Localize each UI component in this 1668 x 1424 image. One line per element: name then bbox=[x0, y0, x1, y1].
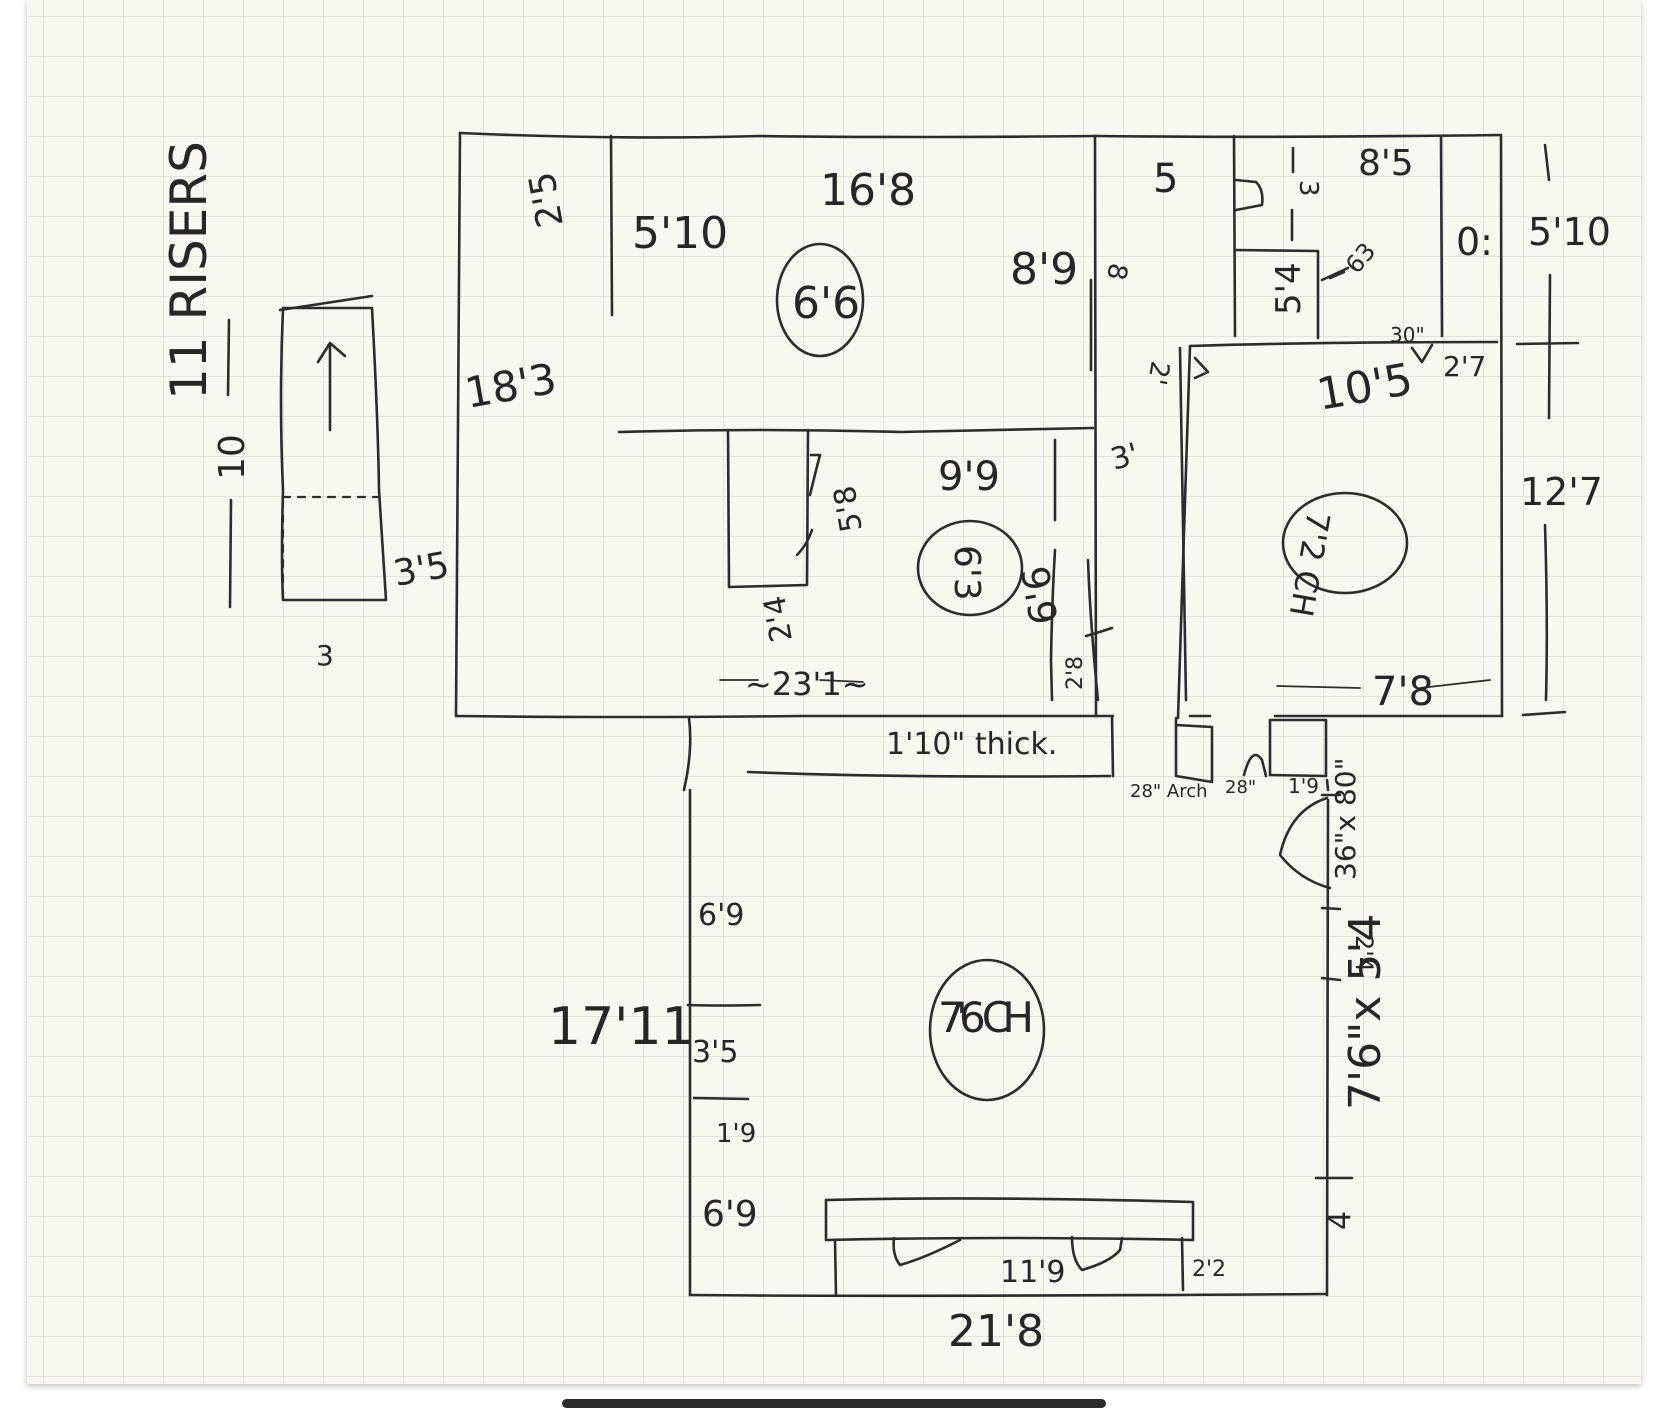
stair-depth-label: 3'5 bbox=[390, 545, 452, 595]
main-top-width-label: 16'8 bbox=[820, 165, 916, 216]
right-block-door-label: 30" bbox=[1390, 323, 1425, 347]
bottom-length-label: 17'11 bbox=[548, 997, 695, 1057]
doorway-jambs bbox=[1174, 716, 1328, 784]
right-block-box-label: 5'4 bbox=[1269, 262, 1309, 315]
main-ceiling-label: 6'6 bbox=[792, 278, 860, 329]
offset-label: 1'9 bbox=[1288, 774, 1319, 798]
closet-label: 5'8 bbox=[827, 483, 870, 535]
main-corner-label: 2'5 bbox=[522, 169, 572, 231]
main-gap-label: 8 bbox=[1100, 261, 1132, 283]
right-room-corner-label: 2'7 bbox=[1443, 350, 1486, 383]
arch-label: 28" Arch bbox=[1130, 781, 1208, 802]
inner-small-label: 2'8 bbox=[1063, 656, 1088, 690]
right-block-walls bbox=[1093, 133, 1580, 718]
passage-label: 2' bbox=[1141, 359, 1175, 388]
bottom-room-walls bbox=[682, 714, 1354, 1298]
inner-height-label: 6'6 bbox=[1013, 563, 1067, 629]
right-block-right-col-label: 5'10 bbox=[1528, 210, 1611, 254]
right-room-width-label: 10'5 bbox=[1313, 354, 1416, 421]
left-small-label: 1'9 bbox=[716, 1119, 756, 1149]
risers-label: 11 RISERS bbox=[160, 141, 218, 400]
bench-side-label: 2'2 bbox=[1192, 1257, 1226, 1282]
bench-label: 11'9 bbox=[1000, 1255, 1066, 1290]
door-width-label: 28" bbox=[1225, 777, 1256, 798]
bench bbox=[824, 1197, 1195, 1297]
right-block-three-label: 3 bbox=[1293, 180, 1323, 197]
graph-paper bbox=[27, 0, 1641, 1384]
stairs bbox=[226, 294, 388, 609]
inner-width-label: 9'9 bbox=[938, 454, 1000, 500]
ceiling-marker-right bbox=[1281, 491, 1409, 595]
ceiling-marker-inner bbox=[916, 519, 1024, 617]
main-overall-width-label: ~23'1~ bbox=[745, 665, 869, 703]
low-label: 4 bbox=[1323, 1211, 1358, 1230]
ceiling-marker-main bbox=[775, 242, 865, 358]
closet-width-label: 2'4 bbox=[757, 593, 800, 645]
stair-width-label: 3 bbox=[316, 639, 334, 672]
main-top-left-label: 5'10 bbox=[632, 208, 728, 259]
left-top-label: 6'9 bbox=[698, 898, 744, 933]
bottom-width-label: 21'8 bbox=[948, 1306, 1044, 1357]
bottom-ceiling-label: 7'6 CH bbox=[938, 993, 1034, 1042]
right-room-bottom-label: 7'8 bbox=[1372, 669, 1434, 715]
left-bot-label: 6'9 bbox=[702, 1194, 758, 1235]
seg-label: 2'4 bbox=[1350, 935, 1378, 972]
dimension-lines bbox=[719, 679, 1491, 689]
left-mid-label: 3'5 bbox=[692, 1035, 738, 1070]
ceiling-marker-bottom bbox=[928, 958, 1046, 1102]
window-label: 7'6"x 5'4 bbox=[1340, 914, 1391, 1110]
right-block-o-label: 0: bbox=[1456, 220, 1493, 264]
right-block-left-label: 5 bbox=[1153, 156, 1178, 202]
wall-thick-label: 1'10" thick. bbox=[886, 727, 1057, 762]
main-length-label: 18'3 bbox=[461, 354, 560, 418]
door-size-label: 36"x 80" bbox=[1329, 758, 1362, 881]
main-right-label: 8'9 bbox=[1010, 244, 1078, 295]
main-room-walls bbox=[454, 131, 1115, 719]
small-gap-label: 3' bbox=[1107, 437, 1142, 478]
inner-ceiling-label: 6'3 bbox=[946, 545, 987, 601]
right-room-walls bbox=[1176, 340, 1567, 720]
ceiling-markers bbox=[775, 242, 1409, 1102]
run-label: 10 bbox=[212, 434, 253, 480]
home-indicator[interactable] bbox=[562, 1399, 1106, 1408]
inner-room-walls bbox=[726, 428, 1114, 702]
right-block-small-label: 63 bbox=[1340, 237, 1381, 278]
right-room-height-label: 12'7 bbox=[1520, 470, 1603, 514]
right-block-top-label: 8'5 bbox=[1358, 143, 1414, 184]
labels: 11 RISERS 10 3 3'5 18'3 2'5 5'10 16'8 6'… bbox=[160, 141, 1611, 1357]
